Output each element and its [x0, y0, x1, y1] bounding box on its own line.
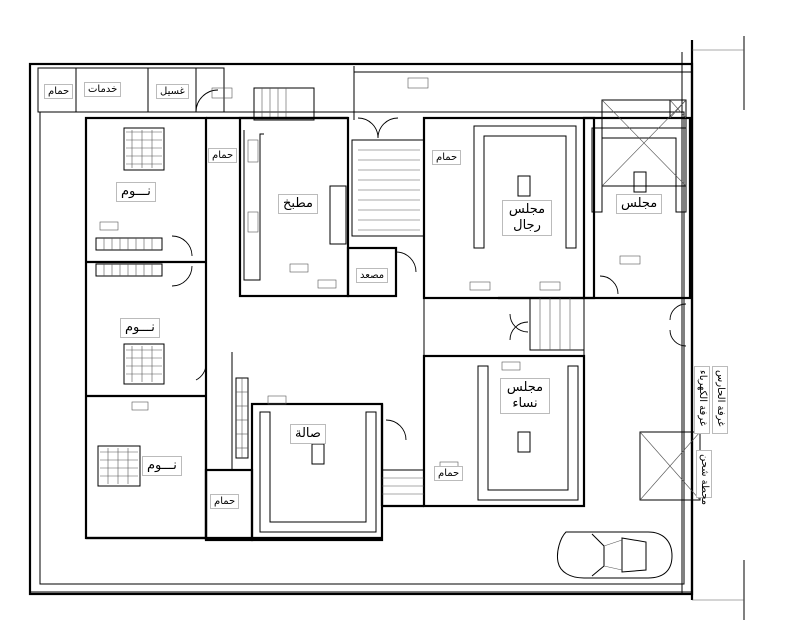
room-label-electric-room: غرفة الكهرباء: [694, 366, 710, 434]
car-icon: [557, 531, 673, 579]
roof-openings: [601, 99, 701, 501]
room-label-guard-room: غرفة الحارس: [712, 366, 728, 434]
service-strip: [37, 66, 692, 121]
room-label-kitchen: مطبخ: [278, 194, 318, 214]
door-swings: [171, 117, 687, 441]
kitchen-counters: [243, 130, 347, 281]
main-walls: [84, 116, 692, 542]
room-label-ghaseel: غسيل: [156, 84, 189, 99]
room-label-elevator: مصعد: [356, 268, 389, 283]
room-label-bedroom-1: نـــوم: [116, 182, 156, 202]
site-boundary: [28, 36, 745, 620]
room-label-hammam-right: حمام: [432, 150, 462, 165]
room-label-khadamat: خدمات: [84, 82, 122, 97]
room-label-women-majlis: مجلس نساء: [500, 378, 550, 414]
room-label-men-majlis: مجلس رجال: [502, 200, 552, 236]
room-label-bedroom-3: نـــوم: [142, 456, 182, 476]
room-label-bedroom-2: نـــوم: [120, 318, 160, 338]
room-label-hall: صالة: [290, 424, 326, 444]
room-label-hammam-center: حمام: [434, 466, 464, 481]
room-label-charging-station: محطة شحن: [696, 450, 712, 505]
room-label-majlis: مجلس: [616, 194, 663, 214]
sofas: [259, 125, 687, 533]
staircases: [235, 149, 585, 507]
electrical-tags: [99, 77, 641, 471]
beds: [95, 127, 165, 487]
room-label-hammam-left: حمام: [208, 148, 238, 163]
room-label-hammam-bottom: حمام: [210, 494, 240, 509]
room-label-hammam-top: حمام: [44, 84, 74, 99]
